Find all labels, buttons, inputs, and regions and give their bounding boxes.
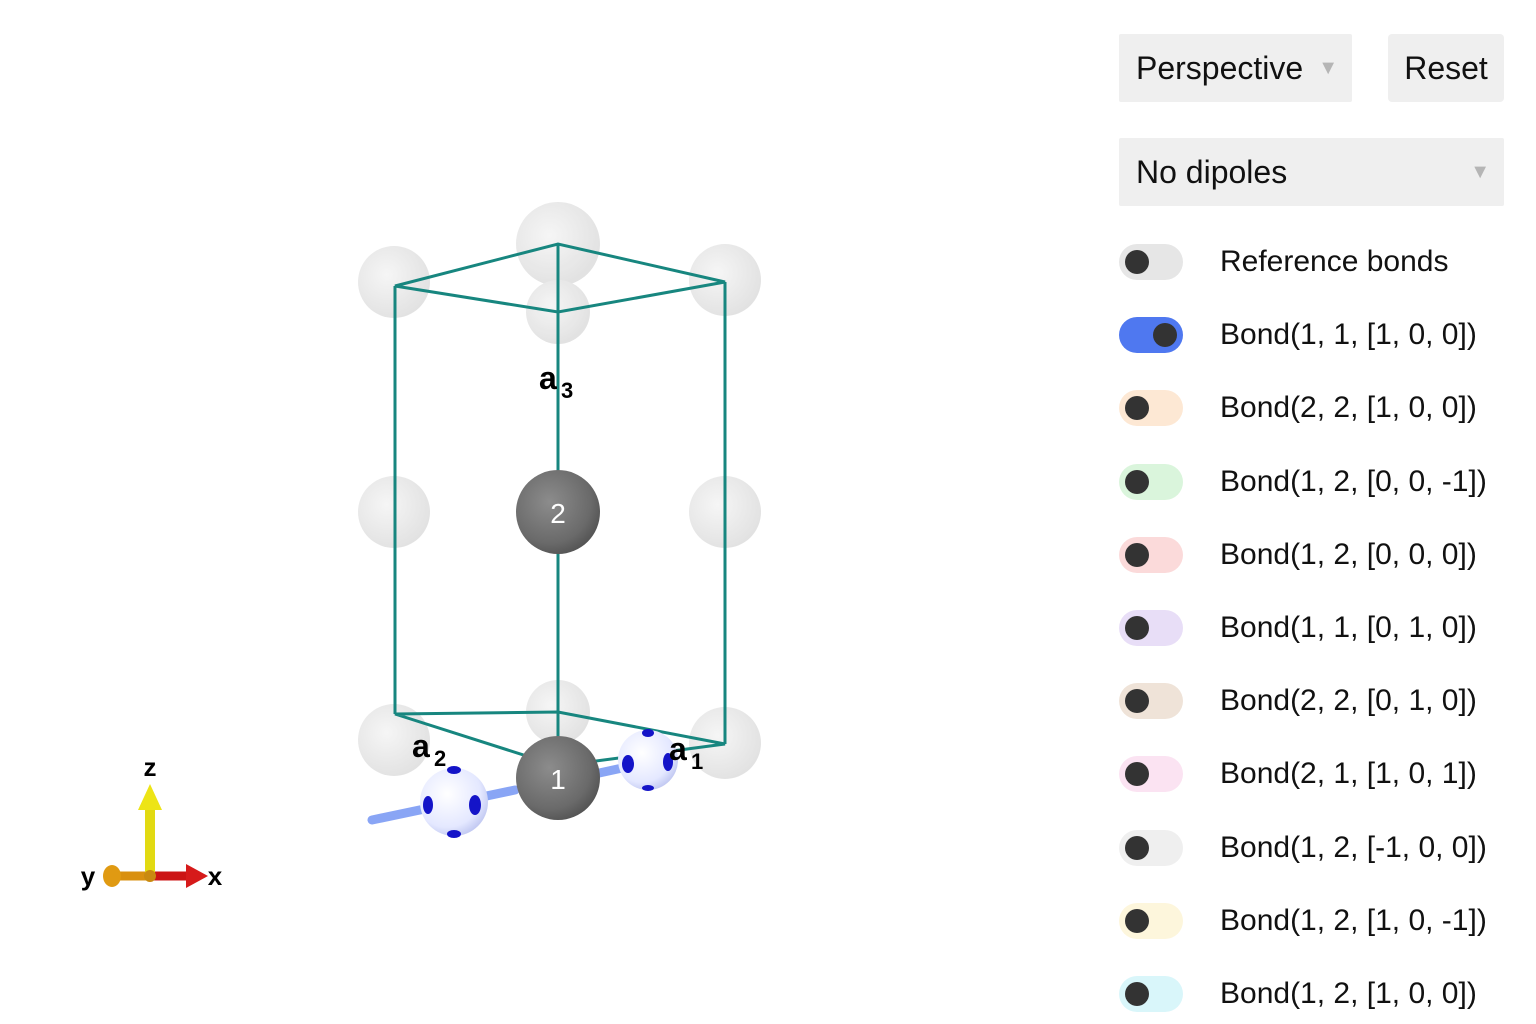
y-axis-head	[103, 865, 121, 887]
crystal-scene[interactable]: 2 1 a 3 a 2 a 1 z y x	[0, 0, 1100, 1024]
dipole-sphere-right[interactable]	[618, 729, 678, 791]
toggle-knob	[1125, 616, 1149, 640]
bond-toggle-switch[interactable]	[1119, 244, 1183, 280]
svg-text:3: 3	[561, 378, 573, 403]
bond-toggle-label: Bond(1, 2, [0, 0, -1])	[1220, 465, 1487, 498]
bond-toggle-label: Bond(2, 2, [0, 1, 0])	[1220, 684, 1477, 717]
bond-toggle-label: Bond(2, 2, [1, 0, 0])	[1220, 391, 1477, 424]
atom-2-label: 2	[550, 498, 566, 529]
toggle-knob	[1125, 836, 1149, 860]
toggle-knob	[1125, 543, 1149, 567]
lattice-label-a1: a 1	[669, 731, 703, 774]
svg-text:1: 1	[691, 749, 703, 774]
bond-toggle-label: Bond(1, 2, [1, 0, 0])	[1220, 977, 1477, 1010]
ghost-atom	[358, 246, 430, 318]
bond-toggle-row[interactable]: Bond(1, 2, [1, 0, 0])	[1119, 976, 1504, 1016]
bond-toggle-label: Bond(1, 1, [1, 0, 0])	[1220, 318, 1477, 351]
toggle-knob	[1125, 762, 1149, 786]
control-panel: Perspective ▼ Reset No dipoles ▼ Referen…	[1119, 0, 1504, 1024]
toggle-knob	[1153, 323, 1177, 347]
bond-toggle-switch[interactable]	[1119, 903, 1183, 939]
atom-2[interactable]: 2	[516, 470, 600, 554]
lattice-label-a3: a 3	[539, 360, 573, 403]
lattice-label-a2: a 2	[412, 728, 446, 771]
chevron-down-icon: ▼	[1318, 57, 1338, 79]
toggle-knob	[1125, 909, 1149, 933]
dipole-select-value: No dipoles	[1136, 154, 1288, 190]
bond-toggle-row[interactable]: Bond(2, 2, [0, 1, 0])	[1119, 683, 1504, 723]
bond-toggle-label: Bond(1, 2, [1, 0, -1])	[1220, 904, 1487, 937]
bond-toggle-row[interactable]: Bond(1, 1, [1, 0, 0])	[1119, 317, 1504, 357]
bond-toggle-label: Bond(1, 2, [0, 0, 0])	[1220, 538, 1477, 571]
z-axis-label: z	[144, 752, 157, 782]
ghost-atom	[689, 244, 761, 316]
bond-toggle-row[interactable]: Bond(1, 2, [1, 0, -1])	[1119, 903, 1504, 943]
toggle-knob	[1125, 470, 1149, 494]
reset-button[interactable]: Reset	[1388, 34, 1504, 102]
bond-toggle-label: Bond(1, 1, [0, 1, 0])	[1220, 611, 1477, 644]
ghost-atom	[358, 704, 430, 776]
bond-toggle-switch[interactable]	[1119, 317, 1183, 353]
bond-toggle-switch[interactable]	[1119, 756, 1183, 792]
toggle-knob	[1125, 689, 1149, 713]
y-axis-label: y	[81, 861, 96, 891]
bond-toggle-row[interactable]: Bond(1, 2, [0, 0, 0])	[1119, 537, 1504, 577]
svg-text:a: a	[669, 731, 687, 767]
chevron-down-icon: ▼	[1470, 161, 1490, 183]
crystal-viewer[interactable]: 2 1 a 3 a 2 a 1 z y x	[0, 0, 1100, 1024]
bond-toggle-row[interactable]: Bond(1, 2, [-1, 0, 0])	[1119, 830, 1504, 870]
bond-toggle-switch[interactable]	[1119, 976, 1183, 1012]
toggle-knob	[1125, 396, 1149, 420]
bond-toggle-switch[interactable]	[1119, 537, 1183, 573]
orientation-axes: z y x	[81, 752, 223, 891]
toggle-knob	[1125, 982, 1149, 1006]
bond-toggle-row[interactable]: Reference bonds	[1119, 244, 1504, 284]
dipole-arrows	[367, 757, 655, 825]
svg-text:2: 2	[434, 746, 446, 771]
bond-toggle-label: Reference bonds	[1220, 245, 1449, 278]
bond-toggle-switch[interactable]	[1119, 830, 1183, 866]
z-axis-head	[138, 784, 162, 810]
x-axis-label: x	[208, 861, 223, 891]
bond-toggle-switch[interactable]	[1119, 390, 1183, 426]
bond-toggle-switch[interactable]	[1119, 464, 1183, 500]
bond-toggle-row[interactable]: Bond(2, 1, [1, 0, 1])	[1119, 756, 1504, 796]
svg-text:a: a	[412, 728, 430, 764]
atom-1-label: 1	[550, 764, 566, 795]
projection-select[interactable]: Perspective ▼	[1119, 34, 1352, 102]
bond-toggle-label: Bond(1, 2, [-1, 0, 0])	[1220, 831, 1487, 864]
bond-toggle-row[interactable]: Bond(1, 1, [0, 1, 0])	[1119, 610, 1504, 650]
dipole-select[interactable]: No dipoles ▼	[1119, 138, 1504, 206]
x-axis-head	[186, 864, 208, 888]
bond-toggle-switch[interactable]	[1119, 610, 1183, 646]
toggle-knob	[1125, 250, 1149, 274]
bond-toggle-row[interactable]: Bond(2, 2, [1, 0, 0])	[1119, 390, 1504, 430]
atom-1[interactable]: 1	[516, 736, 600, 820]
bond-toggle-label: Bond(2, 1, [1, 0, 1])	[1220, 757, 1477, 790]
projection-select-value: Perspective	[1136, 50, 1304, 86]
svg-text:a: a	[539, 360, 557, 396]
bond-toggle-row[interactable]: Bond(1, 2, [0, 0, -1])	[1119, 464, 1504, 504]
bond-toggle-switch[interactable]	[1119, 683, 1183, 719]
dipole-sphere-left[interactable]	[420, 766, 488, 838]
